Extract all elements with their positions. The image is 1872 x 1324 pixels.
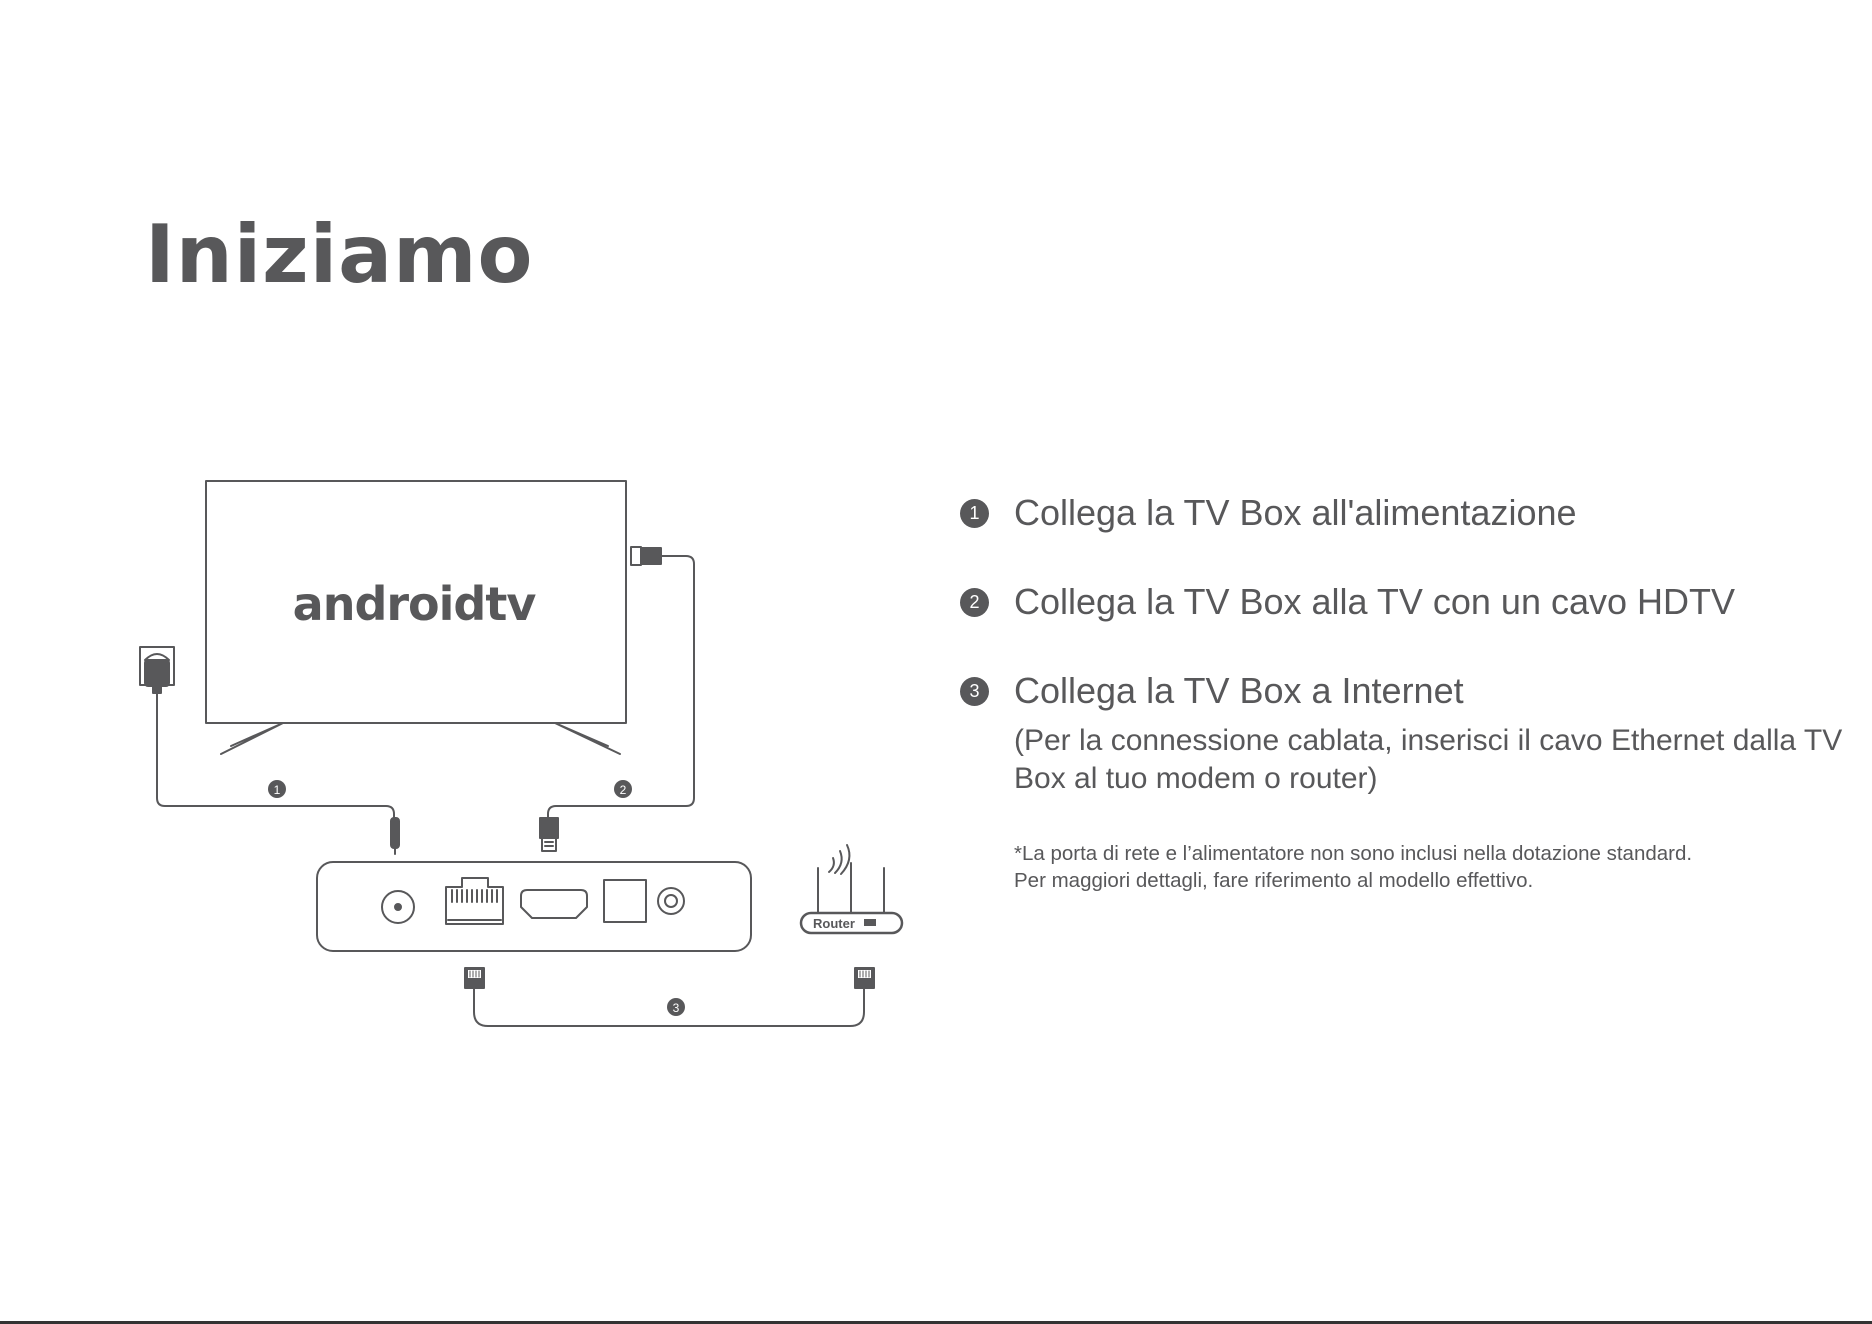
step-note: (Per la connessione cablata, inserisci i… <box>1014 724 1843 795</box>
ethernet-plug-icon <box>464 967 875 1027</box>
callout-2: 2 <box>614 780 632 798</box>
step-text: Collega la TV Box alla TV con un cavo HD… <box>1014 581 1736 622</box>
step-text: Collega la TV Box all'alimentazione <box>1014 492 1577 533</box>
step-number-badge: 3 <box>960 677 989 706</box>
callout-3-label: 3 <box>673 1001 680 1015</box>
steps-list: 1 Collega la TV Box all'alimentazione 2 … <box>960 490 1860 841</box>
power-adapter-icon <box>139 646 400 855</box>
page-title: Iniziamo <box>145 208 534 301</box>
hdmi-plug-icon <box>539 546 695 852</box>
callout-3: 3 <box>667 998 685 1016</box>
step-item: 3 Collega la TV Box a Internet (Per la c… <box>960 668 1860 798</box>
step-item: 2 Collega la TV Box alla TV con un cavo … <box>960 579 1860 625</box>
disclaimer-line: Per maggiori dettagli, fare riferimento … <box>1014 869 1534 892</box>
step-item: 1 Collega la TV Box all'alimentazione <box>960 490 1860 536</box>
callout-2-label: 2 <box>620 783 627 797</box>
tv-box-icon <box>316 861 752 952</box>
router-label: Router <box>813 916 855 931</box>
tv-logo: androidtv <box>293 577 537 631</box>
disclaimer: *La porta di rete e l’alimentatore non s… <box>1014 840 1864 894</box>
router-icon: Router <box>799 844 904 935</box>
step-text: Collega la TV Box a Internet <box>1014 670 1464 711</box>
disclaimer-line: *La porta di rete e l’alimentatore non s… <box>1014 842 1693 865</box>
callout-1: 1 <box>268 780 286 798</box>
tv-icon: androidtv <box>205 480 627 755</box>
page-bottom-rule <box>0 1321 1872 1324</box>
step-number-badge: 2 <box>960 588 989 617</box>
callout-1-label: 1 <box>274 783 281 797</box>
step-number-badge: 1 <box>960 499 989 528</box>
